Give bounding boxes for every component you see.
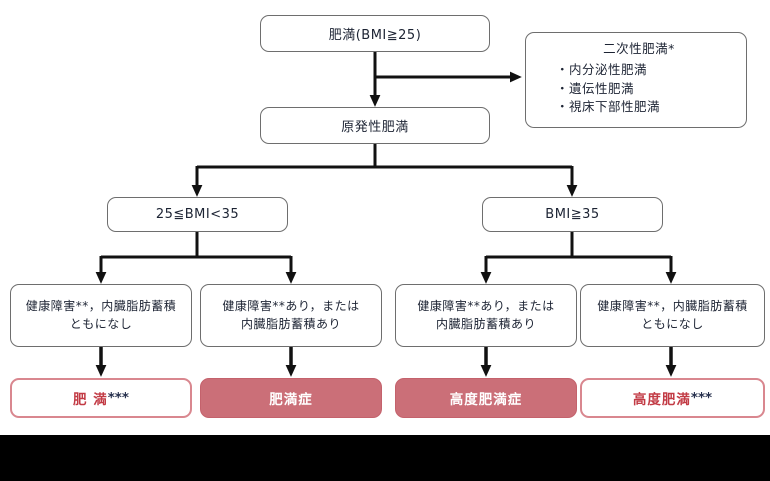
node-bmi-25-to-35: 25≦BMI<35 — [107, 197, 288, 232]
node-label: 肥満(BMI≧25) — [328, 28, 422, 43]
result-label: 高度肥満 — [632, 392, 691, 408]
condition-line: 内臓脂肪蓄積あり — [240, 316, 341, 331]
node-label: 原発性肥満 — [341, 120, 409, 135]
bottom-black-bar — [0, 435, 770, 481]
condition-box-no-disorder-right: 健康障害**，内臓脂肪蓄積 ともになし — [580, 284, 765, 347]
node-primary-obesity: 原発性肥満 — [260, 107, 490, 144]
secondary-obesity-item: ・遺伝性肥満 — [556, 80, 635, 96]
result-label: 肥満症 — [269, 392, 313, 408]
result-box-severe-obesity: 高度肥満*** — [580, 378, 765, 418]
secondary-obesity-title: 二次性肥満* — [603, 41, 675, 56]
secondary-obesity-item: ・視床下部性肥満 — [556, 99, 661, 115]
condition-box-disorder-left: 健康障害**あり，または 内臓脂肪蓄積あり — [200, 284, 382, 347]
result-suffix: *** — [107, 390, 129, 406]
result-box-obesity-disease: 肥満症 — [200, 378, 382, 418]
condition-box-no-disorder-left: 健康障害**，内臓脂肪蓄積 ともになし — [10, 284, 192, 347]
node-secondary-obesity: 二次性肥満* ・内分泌性肥満 ・遺伝性肥満 ・視床下部性肥満 — [525, 32, 747, 128]
secondary-obesity-item: ・内分泌性肥満 — [556, 61, 648, 77]
condition-line: 健康障害**あり，または — [222, 299, 360, 314]
result-label: 高度肥満症 — [449, 392, 523, 408]
node-label: 25≦BMI<35 — [155, 207, 240, 222]
result-label: 肥 満 — [73, 392, 108, 408]
condition-line: ともになし — [641, 316, 704, 331]
condition-box-disorder-right: 健康障害**あり，または 内臓脂肪蓄積あり — [395, 284, 577, 347]
result-box-severe-obesity-disease: 高度肥満症 — [395, 378, 577, 418]
result-suffix: *** — [690, 390, 713, 406]
condition-line: 健康障害**あり，または — [417, 299, 555, 314]
node-bmi-over-35: BMI≧35 — [482, 197, 663, 232]
node-label: BMI≧35 — [545, 207, 600, 222]
result-box-obesity: 肥 満*** — [10, 378, 192, 418]
condition-line: 内臓脂肪蓄積あり — [435, 316, 536, 331]
condition-line: 健康障害**，内臓脂肪蓄積 — [597, 299, 748, 314]
node-obesity-bmi25: 肥満(BMI≧25) — [260, 15, 490, 52]
condition-line: 健康障害**，内臓脂肪蓄積 — [25, 299, 177, 314]
condition-line: ともになし — [69, 316, 133, 331]
